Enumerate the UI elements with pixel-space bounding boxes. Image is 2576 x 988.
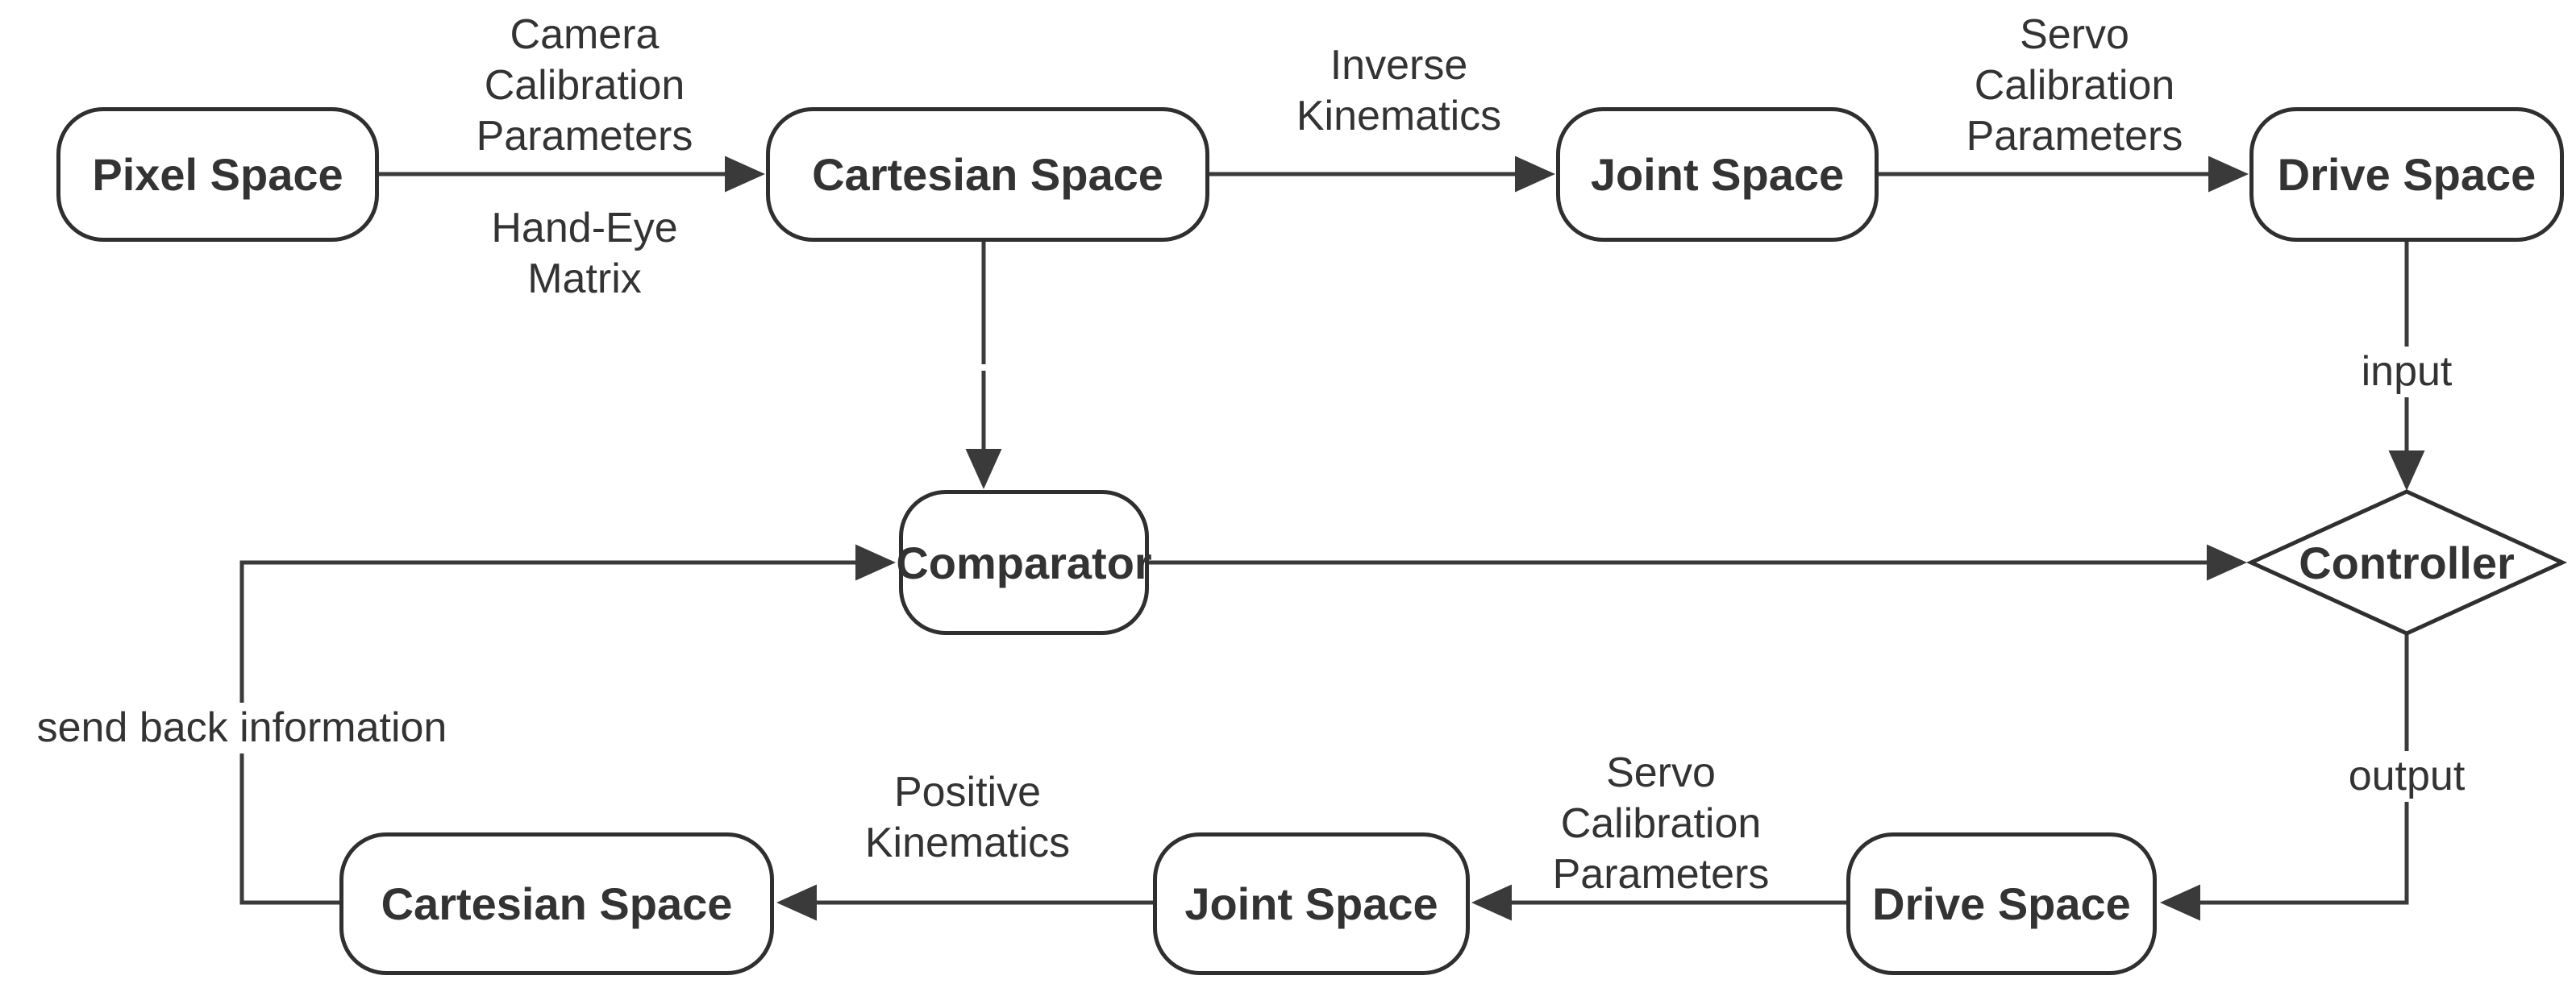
node-drive-space-bottom: Drive Space (1846, 832, 2157, 975)
label-positive-kinematics: Positive Kinematics (864, 769, 1071, 866)
node-pixel-space-label: Pixel Space (92, 149, 343, 200)
node-joint-space-bottom: Joint Space (1153, 832, 1470, 975)
node-drive-space-top-label: Drive Space (2277, 149, 2536, 200)
label-send-back-information: send back information (8, 703, 476, 753)
label-input: input (2326, 347, 2487, 397)
node-joint-space-top-label: Joint Space (1590, 149, 1845, 200)
node-joint-space-top: Joint Space (1556, 107, 1879, 242)
node-cartesian-space-bottom: Cartesian Space (339, 832, 774, 975)
node-cartesian-space-top: Cartesian Space (766, 107, 1209, 242)
label-inverse-kinematics: Inverse Kinematics (1296, 42, 1502, 139)
node-joint-space-bottom-label: Joint Space (1184, 878, 1438, 929)
node-controller-shape (2245, 489, 2568, 636)
node-comparator: Comparator (896, 490, 1152, 635)
label-hand-eye-matrix: Hand-Eye Matrix (491, 205, 678, 302)
label-camera-calibration-parameters: Camera Calibration Parameters (476, 11, 693, 160)
node-drive-space-top: Drive Space (2249, 107, 2564, 242)
label-servo-calibration-parameters-bottom: Servo Calibration Parameters (1552, 749, 1770, 898)
node-cartesian-space-top-label: Cartesian Space (812, 149, 1163, 200)
node-cartesian-space-bottom-label: Cartesian Space (381, 878, 733, 929)
node-controller-label: Controller (2299, 537, 2515, 588)
label-servo-calibration-parameters-top: Servo Calibration Parameters (1966, 11, 2183, 160)
label-output: output (2314, 751, 2499, 802)
node-controller: Controller (2251, 492, 2562, 633)
node-drive-space-bottom-label: Drive Space (1872, 878, 2131, 929)
node-comparator-label: Comparator (896, 537, 1152, 588)
node-pixel-space: Pixel Space (56, 107, 379, 242)
edge-controller-to-drive-bottom (2160, 633, 2409, 921)
